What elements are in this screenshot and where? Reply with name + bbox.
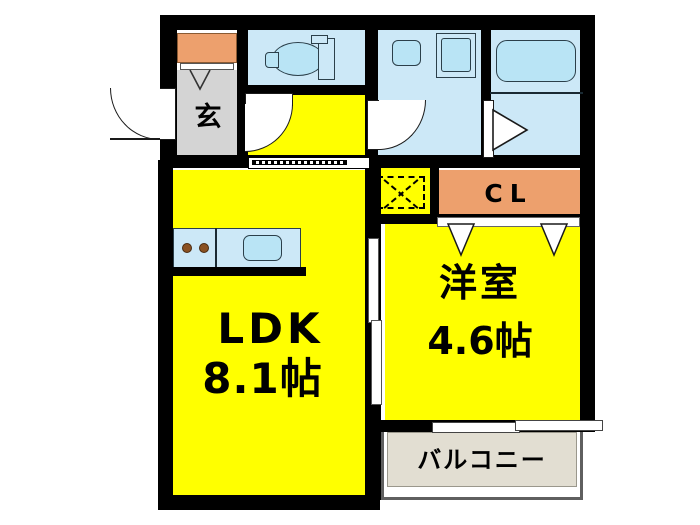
bath-floor-divider (490, 92, 583, 94)
balcony-sliding-door-left[interactable] (432, 422, 520, 433)
entrance-door-swing-arc (110, 88, 160, 140)
toilet-lever-icon (311, 35, 328, 44)
wall-exterior-bottom-ldk (158, 495, 380, 510)
room-label-ldk-area: 8.1帖 (202, 354, 323, 403)
stove-burner-left-icon (182, 243, 192, 253)
wall-exterior-left-lower (158, 160, 173, 510)
room-closet-fill (437, 170, 580, 217)
wall-wc-bottom (239, 85, 372, 95)
room-ldk-fill (173, 170, 365, 498)
closet-door-track (437, 217, 580, 227)
kitchen-counter-divider (215, 228, 217, 268)
closet-folding-door-left-icon[interactable] (446, 223, 476, 257)
toilet-tank-icon (318, 38, 335, 80)
washer-drum-icon (441, 38, 471, 72)
wall-hall-panel-bottom (365, 214, 440, 224)
sliding-door-panel-upper[interactable] (368, 238, 379, 323)
entrance-door-threshold (110, 138, 160, 140)
washbasin-bowl-icon (392, 40, 421, 66)
room-label-yoshitsu: 洋室 (438, 261, 521, 305)
entrance-door-leaf[interactable] (158, 88, 176, 140)
closet-folding-door-right-icon[interactable] (539, 223, 569, 257)
room-label-closet: CL (484, 179, 533, 208)
access-panel-icon (377, 176, 425, 209)
kitchen-sink-icon (243, 235, 282, 261)
kitchen-base-wall (173, 267, 306, 276)
wall-washroom-bottom (365, 155, 595, 168)
room-label-genkan: 玄 (194, 102, 222, 133)
bath-folding-door-icon[interactable] (492, 108, 529, 152)
genkan-step-icon (189, 69, 211, 91)
bathtub-icon (496, 40, 576, 82)
room-label-yoshitsu-area: 4.6帖 (427, 319, 533, 363)
room-label-ldk: LDK (217, 304, 324, 353)
hall-ldk-partition-hatch (252, 160, 347, 165)
wall-bath-left (481, 22, 491, 165)
sliding-door-panel-lower[interactable] (371, 320, 382, 405)
wall-genkan-right (237, 22, 248, 162)
room-genkan-fill (177, 70, 239, 158)
shoe-cabinet-front (180, 63, 234, 70)
toilet-rim-icon (265, 52, 279, 68)
toilet-bowl-icon (272, 42, 324, 76)
stove-burner-right-icon (199, 243, 209, 253)
room-yoshitsu-fill (385, 218, 580, 422)
balcony-sliding-door-right[interactable] (515, 420, 603, 431)
wall-closet-left (430, 166, 439, 218)
room-label-balcony: バルコニー (417, 446, 547, 474)
shoe-cabinet (177, 33, 237, 63)
